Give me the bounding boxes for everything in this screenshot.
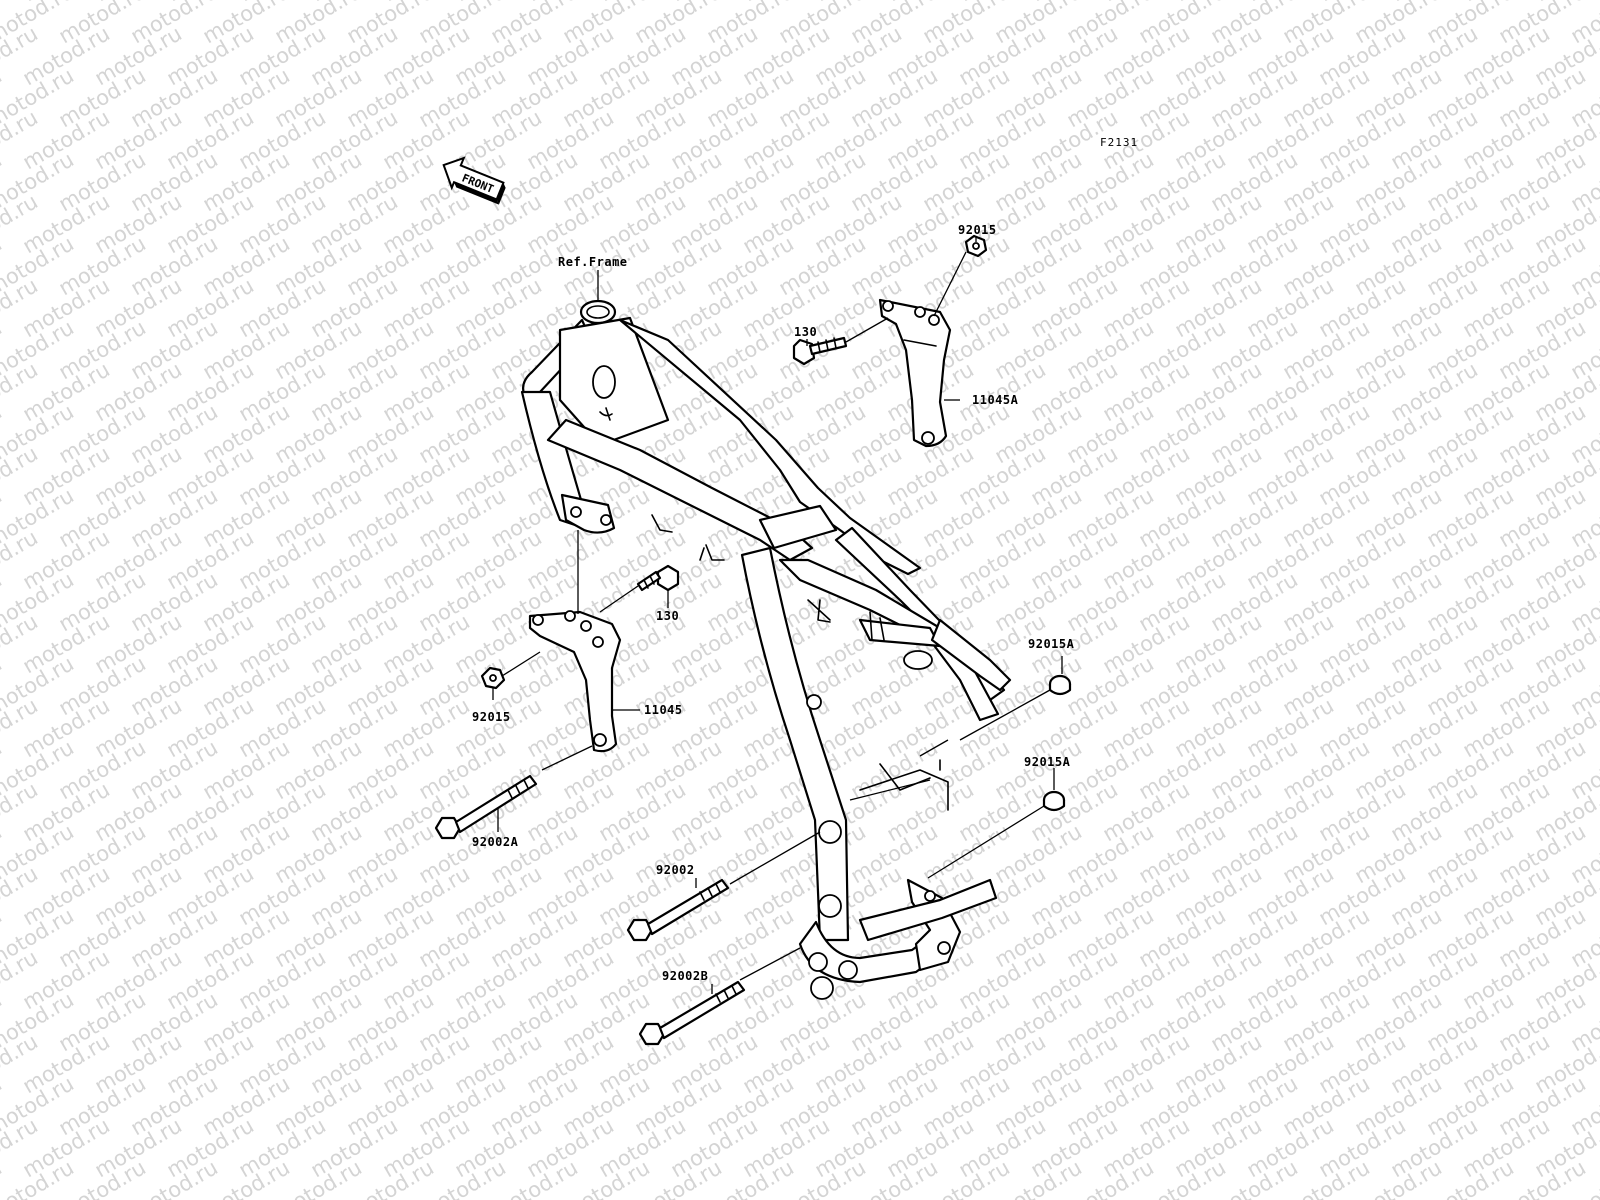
- nut-92015a-upper: [1048, 674, 1072, 696]
- label-92015-top: 92015: [958, 223, 997, 237]
- label-ref-frame: Ref.Frame: [558, 255, 628, 269]
- diagram-code: F2131: [1100, 136, 1138, 149]
- label-92015-left: 92015: [472, 710, 511, 724]
- bolt-92002: [626, 878, 730, 942]
- engine-mount-bracket-11045a: [878, 298, 952, 448]
- nut-92015-left: [480, 666, 506, 690]
- front-arrow-icon: FRONT: [442, 156, 506, 205]
- label-130-top: 130: [794, 325, 817, 339]
- nut-92015a-lower: [1042, 790, 1066, 812]
- bolt-130-top: [792, 336, 848, 366]
- label-92015a-upper: 92015A: [1028, 637, 1075, 651]
- nut-92015-top: [964, 234, 988, 258]
- label-11045a: 11045A: [972, 393, 1019, 407]
- label-130-mid: 130: [656, 609, 679, 623]
- bolt-92002b: [638, 980, 746, 1046]
- frame: [520, 299, 1012, 1000]
- label-11045: 11045: [644, 703, 683, 717]
- engine-mount-bracket-11045: [528, 610, 622, 753]
- label-92002b: 92002B: [662, 969, 708, 983]
- label-92002a: 92002A: [472, 835, 519, 849]
- label-92002: 92002: [656, 863, 695, 877]
- leader-lines: [492, 236, 1063, 994]
- bolt-130-mid: [636, 564, 680, 592]
- bolt-92002a: [434, 774, 538, 840]
- label-92015a-lower: 92015A: [1024, 755, 1071, 769]
